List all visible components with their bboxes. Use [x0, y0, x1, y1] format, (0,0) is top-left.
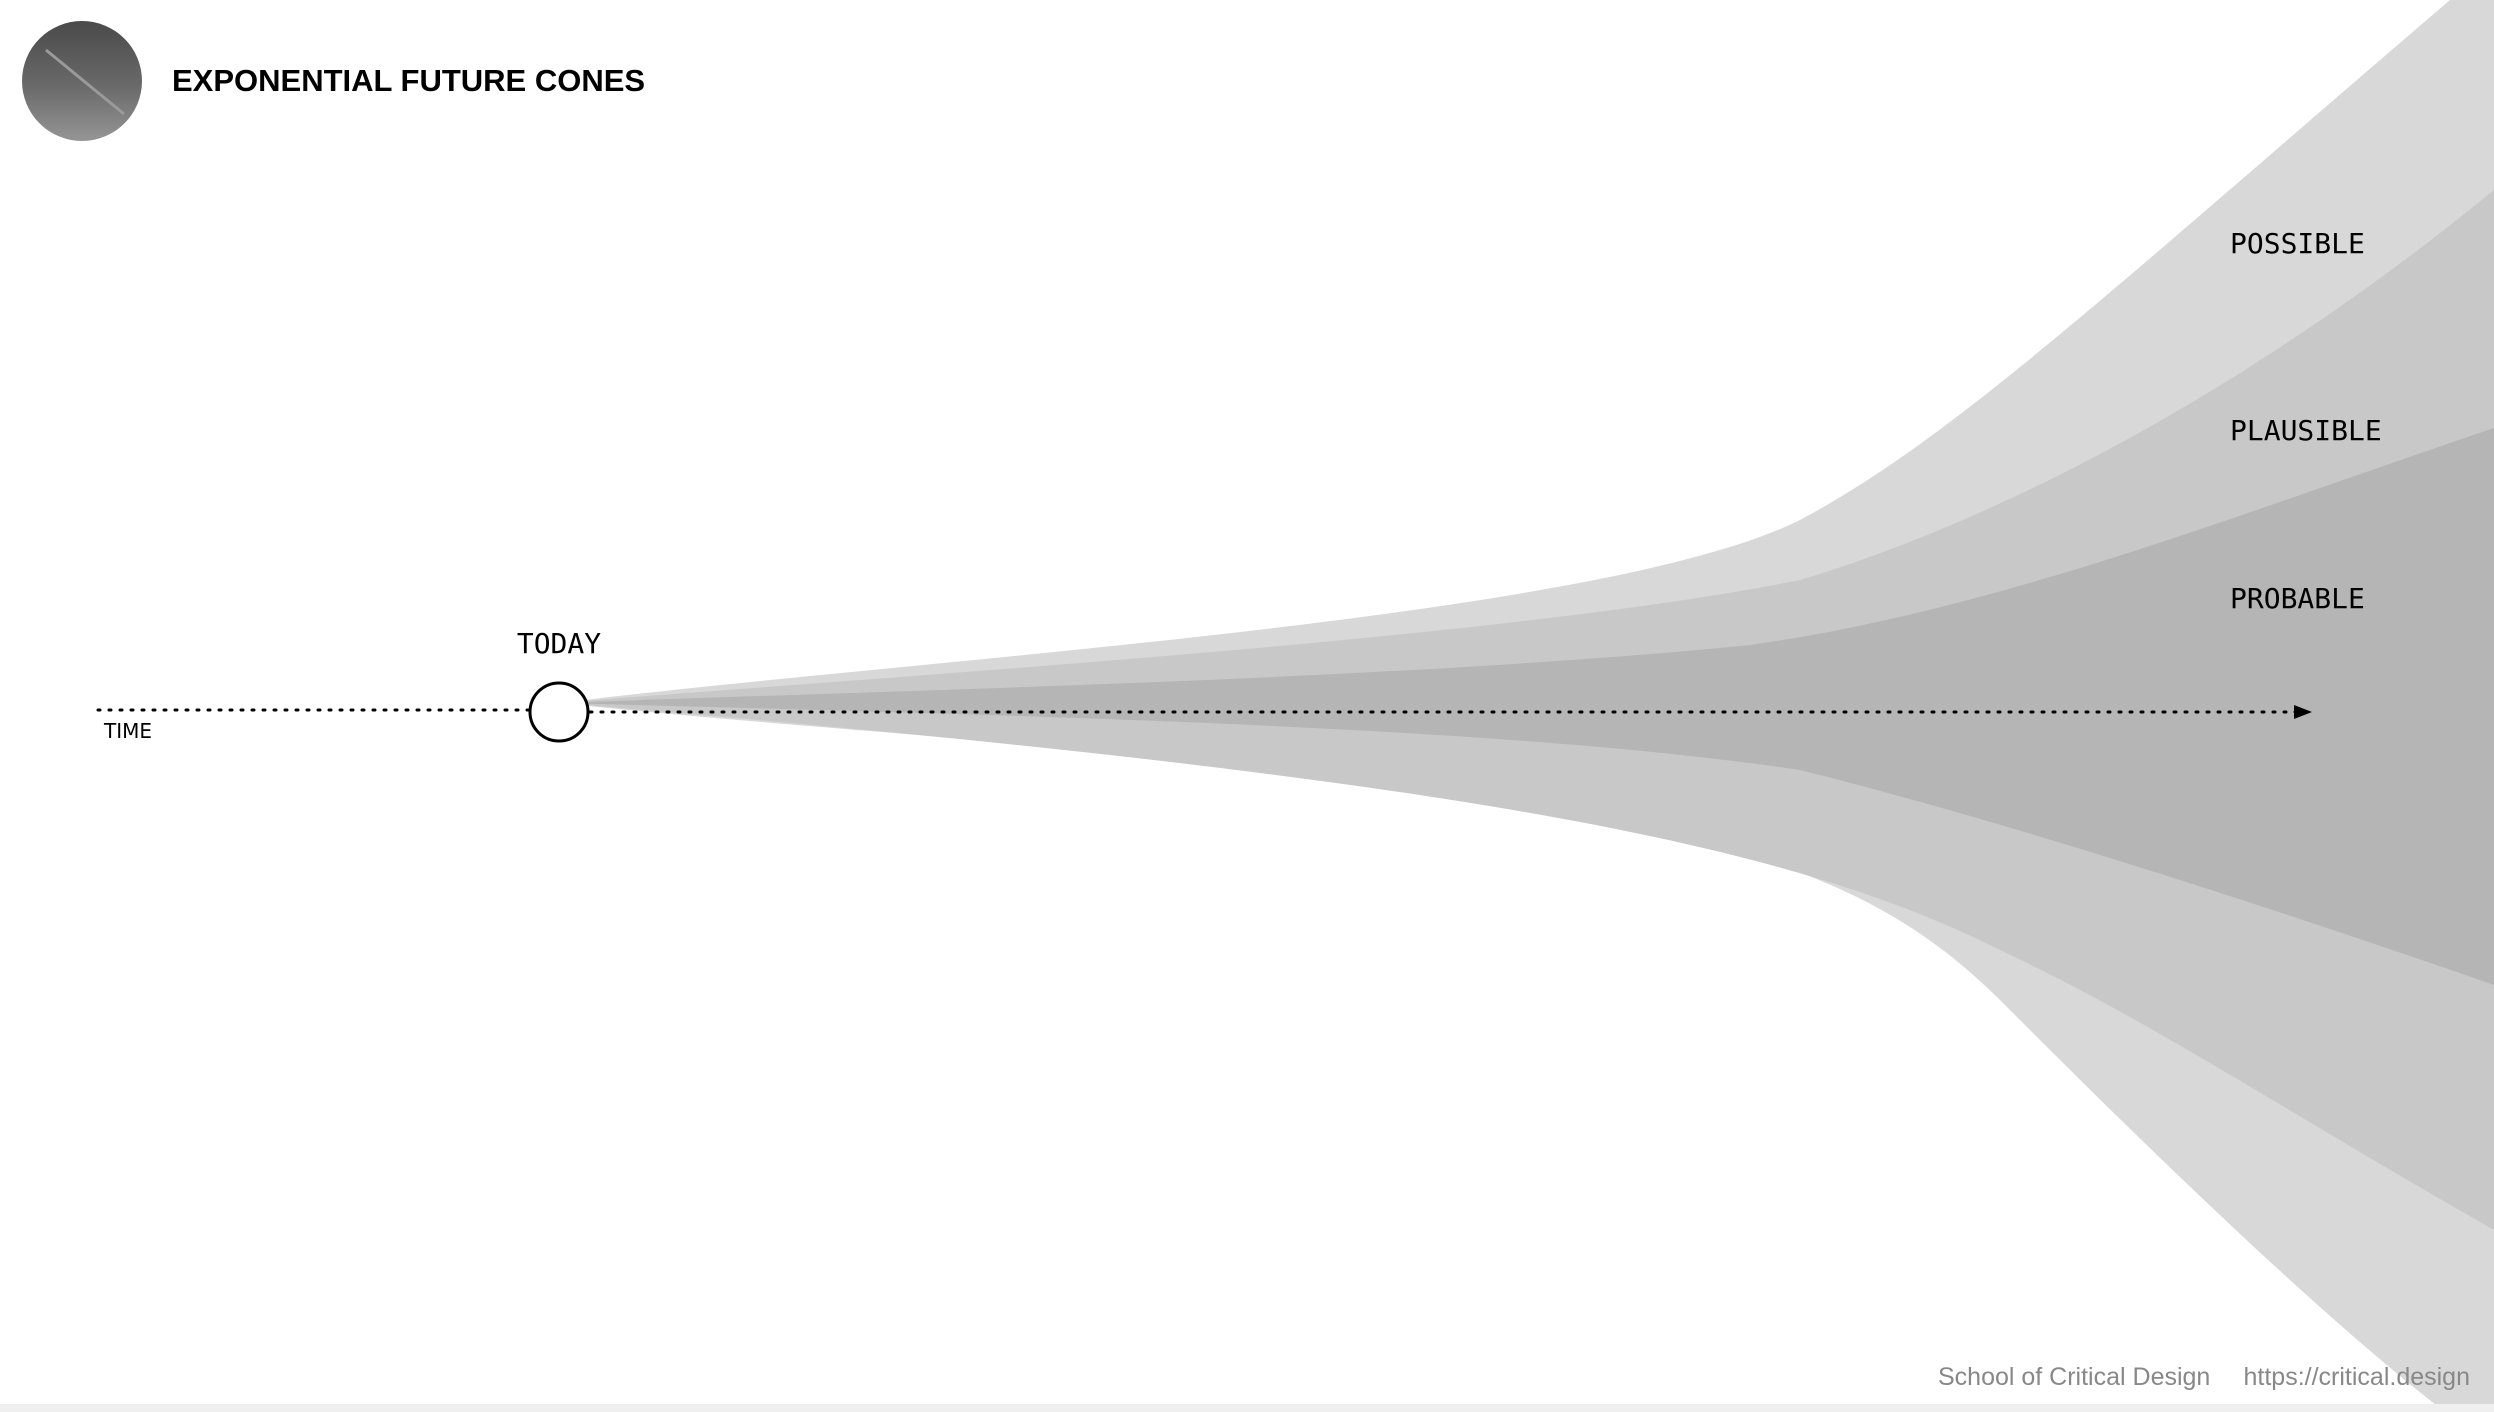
- footer-org: School of Critical Design: [1938, 1363, 2210, 1391]
- today-label: TODAY: [517, 627, 601, 660]
- circle-logo-icon: [22, 21, 142, 141]
- probable-label: PROBABLE: [2230, 582, 2365, 615]
- footer-url[interactable]: https://critical.design: [2244, 1363, 2471, 1391]
- today-marker: [528, 681, 590, 743]
- probable-cone: [560, 428, 2494, 985]
- arrow-right-icon: [2294, 705, 2312, 719]
- bottom-strip: [0, 1404, 2494, 1412]
- plausible-label: PLAUSIBLE: [2230, 414, 2382, 447]
- possible-label: POSSIBLE: [2230, 227, 2365, 260]
- page-title: EXPONENTIAL FUTURE CONES: [172, 63, 645, 98]
- time-label: TIME: [103, 719, 152, 743]
